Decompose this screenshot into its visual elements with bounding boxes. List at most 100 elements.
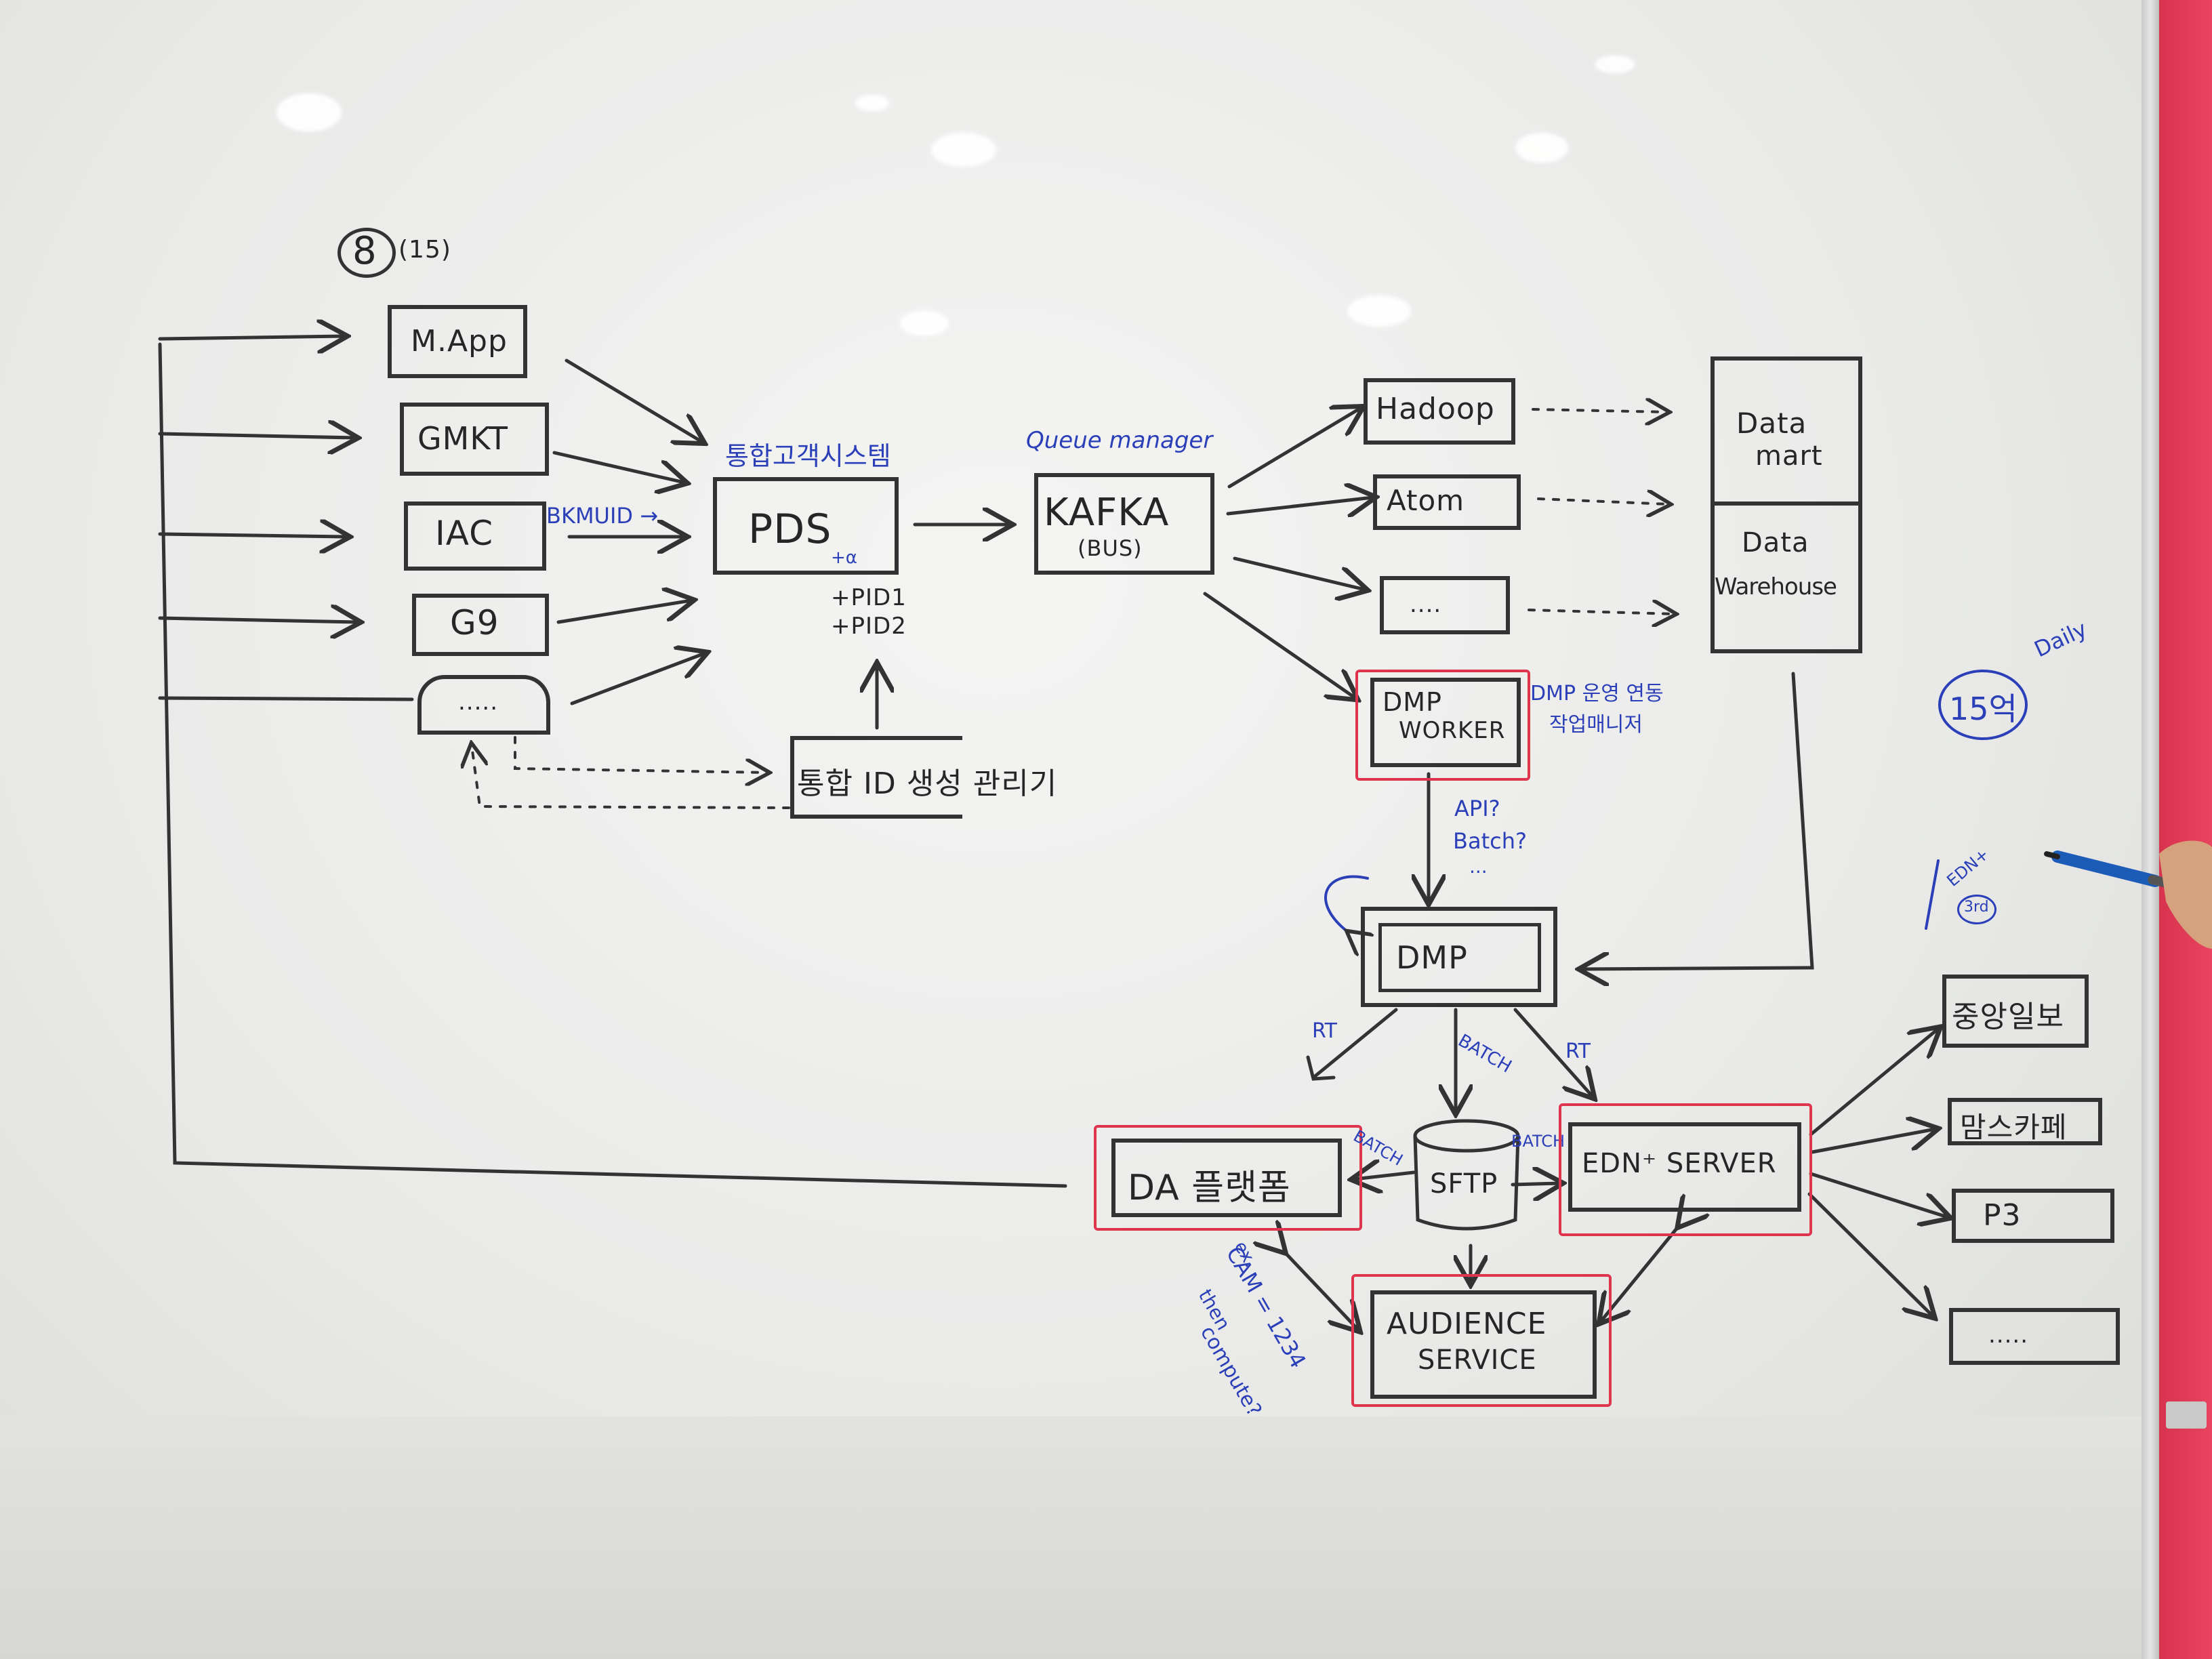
dmp-worker-note-1: DMP 운영 연동 — [1530, 682, 1664, 705]
id-manager-label: 통합 ID 생성 관리기 — [797, 766, 1058, 801]
marker-tip — [2044, 851, 2060, 859]
arrow-g9-pds — [556, 600, 691, 624]
hadoop-box — [1364, 378, 1515, 445]
source-app-label: M.App — [411, 324, 508, 359]
data-warehouse-label-1: Data — [1742, 527, 1809, 558]
joongang-label: 중앙일보 — [1952, 1000, 2064, 1034]
count-note: 15억 — [1949, 691, 2018, 727]
kafka-box — [1034, 473, 1214, 575]
ceiling-light-reflection — [855, 95, 889, 111]
corner-note: (15) — [398, 236, 451, 264]
kafka-top-note: Queue manager — [1026, 427, 1213, 454]
tray-clip — [2166, 1401, 2207, 1429]
kafka-label: KAFKA — [1044, 491, 1170, 535]
audience-box — [1370, 1290, 1597, 1399]
arrow-dmp-edn — [1513, 1008, 1593, 1097]
warehouse-divider — [1711, 501, 1862, 506]
third-box — [1948, 1098, 2102, 1145]
source-more-label: ..... — [458, 689, 499, 716]
p3-box — [1952, 1189, 2114, 1243]
dmp-worker-note-2: 작업매니저 — [1549, 713, 1643, 737]
joongang-box — [1942, 975, 2089, 1048]
arrow-to-app — [158, 336, 344, 339]
pds-label: PDS — [748, 506, 832, 553]
arrow-edn-more — [1807, 1192, 1933, 1316]
consumer-more-label: .... — [1410, 591, 1442, 618]
third-label: 맘스카페 — [1960, 1111, 2068, 1144]
source-iac-label: IAC — [435, 514, 493, 553]
sftp-cylinder — [1413, 1119, 1520, 1231]
arrow-edn-p3 — [1809, 1172, 1948, 1217]
arrow-to-iac — [158, 534, 347, 537]
arrow-sftp-edn — [1511, 1183, 1560, 1185]
arrow-to-g9 — [158, 618, 358, 622]
pds-pid1: +PID1 — [831, 584, 907, 611]
source-iac-box — [404, 501, 546, 571]
line-warehouse-dmp — [1582, 672, 1814, 969]
arrow-sftp-da — [1354, 1172, 1416, 1179]
arrow-edn-joongang — [1809, 1029, 1938, 1136]
blue-bracket — [1925, 859, 1940, 930]
atom-label: Atom — [1387, 484, 1465, 517]
dmp-worker-box — [1370, 678, 1521, 767]
dotted-idmgr-more — [472, 745, 790, 809]
id-manager-box — [790, 736, 962, 819]
edn-small-circle-text: 3rd — [1964, 899, 1989, 916]
dotted-hadoop-mart — [1532, 409, 1667, 412]
edn-small-circle — [1957, 895, 1996, 924]
count-circle — [1938, 670, 2028, 740]
ceiling-light-reflection — [931, 133, 996, 167]
arrow-gmkt-pds — [552, 451, 684, 483]
pds-pid2: +PID2 — [831, 613, 907, 640]
circled-number-text: 8 — [352, 229, 377, 273]
hadoop-label: Hadoop — [1376, 392, 1495, 426]
pds-left-note: BKMUID → — [546, 503, 659, 529]
dmp-outer-box — [1361, 907, 1557, 1007]
dmp-label: DMP — [1396, 939, 1468, 976]
arrow-more-pds — [570, 653, 705, 705]
atom-box — [1373, 474, 1521, 530]
source-app-box — [388, 305, 527, 378]
line-to-more — [158, 696, 414, 701]
arrow-kafka-hadoop — [1227, 408, 1361, 489]
dmp-worker-label-1: DMP — [1382, 687, 1442, 717]
red-wall — [2159, 0, 2212, 1659]
circled-number — [337, 228, 396, 278]
arrow-kafka-dmpworker — [1203, 592, 1355, 698]
da-highlight — [1094, 1125, 1362, 1231]
da-box — [1111, 1139, 1342, 1217]
rt-left-note: RT — [1312, 1019, 1337, 1043]
dmp-worker-highlight — [1355, 670, 1530, 781]
data-mart-label-1: Data — [1736, 407, 1807, 440]
source-g9-label: G9 — [450, 603, 499, 642]
audience-label-2: SERVICE — [1418, 1345, 1537, 1376]
hand — [2159, 840, 2212, 949]
p3-label: P3 — [1983, 1198, 2022, 1233]
ceiling-light-reflection — [1595, 56, 1635, 73]
output-more-label: ..... — [1988, 1322, 2029, 1349]
sftp-label: SFTP — [1430, 1168, 1498, 1200]
data-warehouse-label-2: Warehouse — [1715, 573, 1837, 600]
arrow-edn-audience — [1601, 1225, 1679, 1322]
api-note-2: Batch? — [1453, 828, 1527, 854]
arrow-kafka-more — [1233, 556, 1365, 590]
da-label: DA 플랫폼 — [1128, 1168, 1291, 1208]
dmp-inner-box — [1378, 923, 1541, 992]
arrow-to-gmkt — [158, 434, 355, 438]
blue-loop-arrow — [1324, 875, 1368, 933]
api-note-3: ... — [1469, 855, 1488, 878]
board-bottom-tray — [0, 1416, 2142, 1659]
board-frame-edge — [2142, 0, 2159, 1659]
source-gmkt-box — [400, 403, 549, 476]
arrow-app-pds — [565, 359, 702, 442]
rt-right-note: RT — [1565, 1040, 1591, 1063]
arrow-dmp-da-head — [1306, 1055, 1336, 1081]
consumer-more-box — [1380, 576, 1510, 634]
edn-label: EDN⁺ SERVER — [1582, 1148, 1777, 1179]
ceiling-light-reflection — [276, 94, 342, 131]
edn-box — [1568, 1122, 1801, 1212]
source-more-box — [417, 675, 550, 735]
data-mart-label-2: mart — [1755, 441, 1823, 472]
